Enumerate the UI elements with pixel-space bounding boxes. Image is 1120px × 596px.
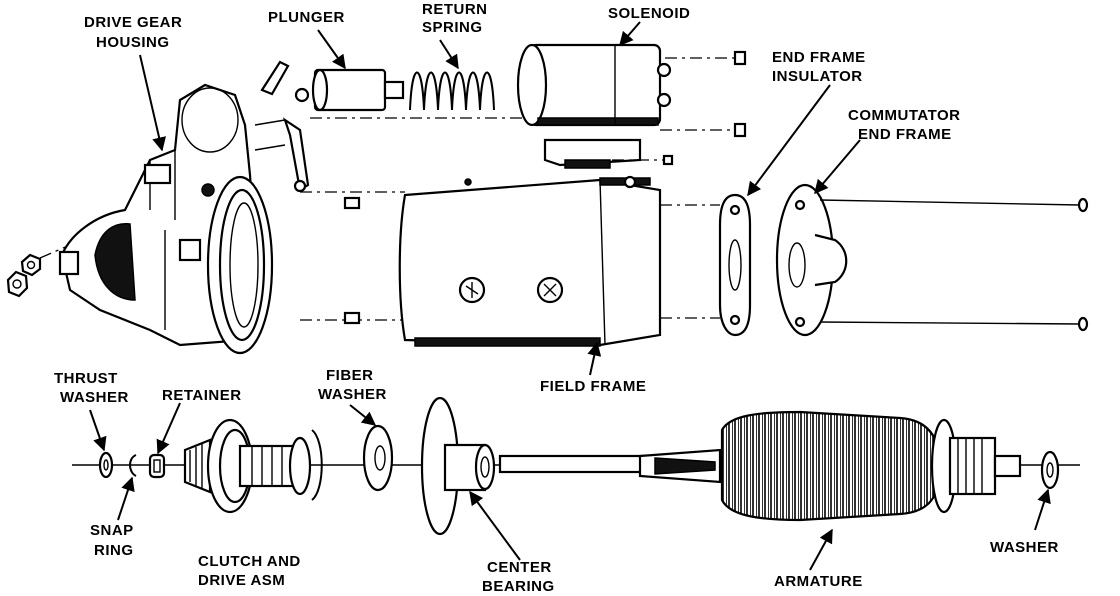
field-frame	[398, 175, 662, 347]
clutch-and-drive-assembly	[183, 418, 323, 514]
drive-gear-housing	[58, 83, 274, 355]
label-center-bearing-1: CENTER	[487, 559, 552, 576]
label-field-frame: FIELD FRAME	[540, 378, 646, 395]
label-retainer: RETAINER	[162, 387, 242, 404]
label-thrust-washer-2: WASHER	[60, 389, 129, 406]
label-clutch-and-drive-1: CLUTCH AND	[198, 553, 301, 570]
label-snap-ring-1: SNAP	[90, 522, 134, 539]
snap-ring	[129, 454, 137, 477]
through-bolts	[819, 197, 1089, 332]
labels: DRIVE GEAR HOUSING PLUNGER RETURN SPRING…	[54, 1, 1059, 595]
plunger	[311, 68, 405, 112]
label-end-frame-insulator-1: END FRAME	[772, 49, 866, 66]
label-drive-gear-housing-2: HOUSING	[96, 34, 170, 51]
end-frame-insulator	[718, 193, 752, 337]
label-fiber-washer-1: FIBER	[326, 367, 374, 384]
label-fiber-washer-2: WASHER	[318, 386, 387, 403]
label-center-bearing-2: BEARING	[482, 578, 555, 595]
label-commutator-end-frame-2: END FRAME	[858, 126, 952, 143]
label-commutator-end-frame-1: COMMUTATOR	[848, 107, 960, 124]
label-thrust-washer-1: THRUST	[54, 370, 118, 387]
armature	[498, 410, 1022, 522]
fiber-washer	[362, 424, 394, 492]
center-bearing	[420, 396, 496, 536]
label-clutch-and-drive-2: DRIVE ASM	[198, 572, 285, 589]
retainer	[148, 453, 166, 479]
commutator-end-frame	[775, 183, 848, 337]
label-washer: WASHER	[990, 539, 1059, 556]
label-snap-ring-2: RING	[94, 542, 134, 559]
label-plunger: PLUNGER	[268, 9, 345, 26]
return-spring	[409, 71, 495, 111]
solenoid	[516, 43, 672, 169]
washer	[1040, 450, 1060, 490]
leader-lines	[89, 21, 1051, 571]
label-end-frame-insulator-2: INSULATOR	[772, 68, 863, 85]
label-return-spring-1: RETURN	[422, 1, 488, 18]
label-solenoid: SOLENOID	[608, 5, 690, 22]
thrust-washer	[98, 451, 114, 479]
label-return-spring-2: SPRING	[422, 19, 483, 36]
solenoid-screws	[612, 50, 747, 166]
label-drive-gear-housing-1: DRIVE GEAR	[84, 14, 182, 31]
housing-bolts	[343, 196, 361, 325]
label-armature: ARMATURE	[774, 573, 863, 590]
shift-lever-linkage	[254, 60, 310, 193]
